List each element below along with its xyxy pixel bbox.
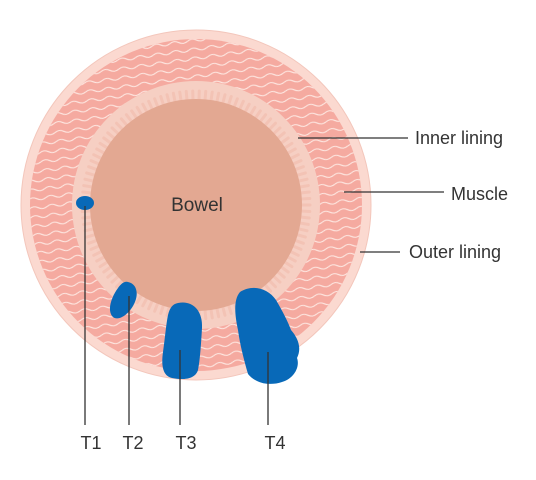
tumour-t1	[76, 196, 94, 210]
muscle-label: Muscle	[451, 184, 508, 204]
bowel-lumen	[90, 99, 302, 311]
bowel-label: Bowel	[171, 195, 223, 216]
stage-label-t1: T1	[80, 433, 101, 453]
outer-lining-label: Outer lining	[409, 242, 501, 262]
stage-label-t4: T4	[264, 433, 285, 453]
stage-label-t3: T3	[175, 433, 196, 453]
tumour-t2	[109, 281, 137, 319]
inner-lining-label: Inner lining	[415, 128, 503, 148]
tumour-t4	[235, 287, 300, 384]
stage-label-t2: T2	[122, 433, 143, 453]
tumour-t3	[162, 302, 203, 380]
